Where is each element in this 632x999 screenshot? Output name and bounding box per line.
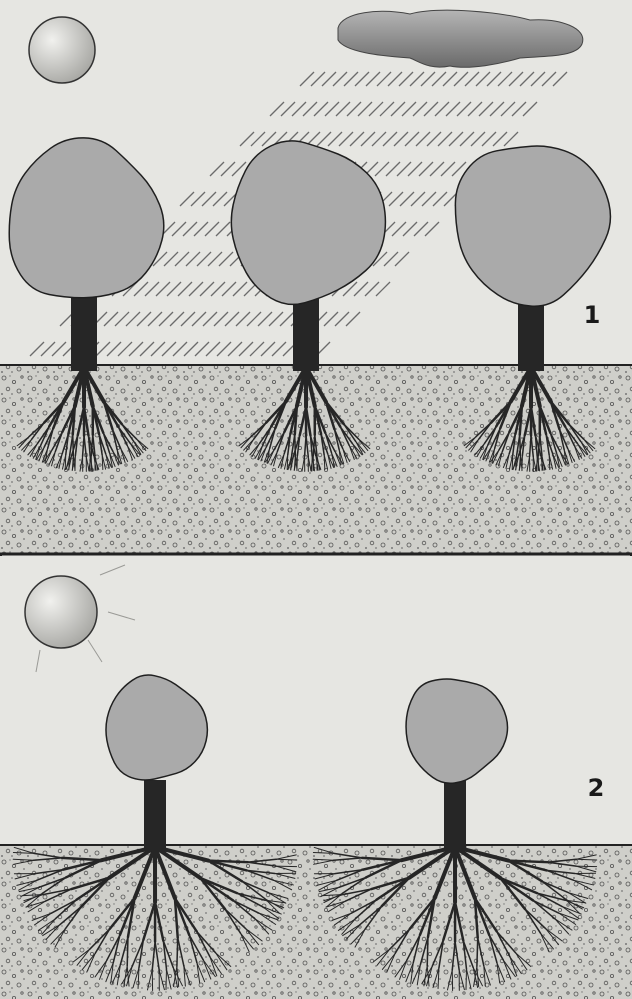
tree-trunk	[144, 780, 166, 851]
panel-2-close-spacing: 2	[0, 556, 632, 999]
panel-number-1: 1	[584, 301, 601, 329]
sun-icon	[29, 17, 95, 83]
panel-number-2: 2	[588, 774, 605, 802]
panel-1-wide-spacing: 1	[0, 0, 632, 553]
tree-trunk	[71, 290, 97, 371]
tree-trunk	[444, 780, 466, 851]
